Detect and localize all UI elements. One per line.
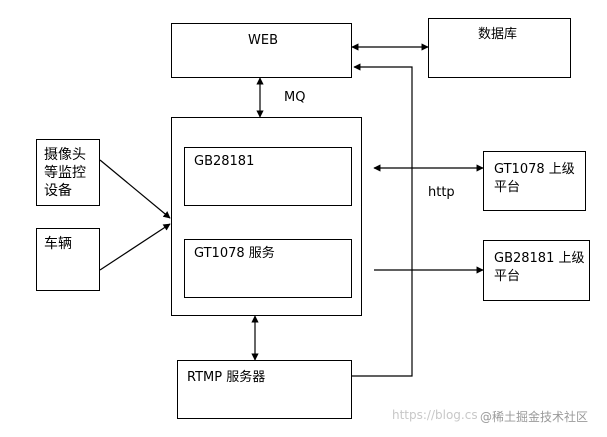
web-box: WEB: [171, 23, 352, 78]
rtmp-label: RTMP 服务器: [187, 370, 266, 385]
gt1078-module: GT1078 服务: [184, 239, 352, 298]
vehicle-label: 车辆: [44, 236, 72, 252]
rtmp-box: RTMP 服务器: [177, 360, 352, 419]
gb28181-module: GB28181: [184, 147, 352, 206]
vehicle-box: 车辆: [36, 228, 100, 291]
gt1078-platform-label: GT1078 上级 平台: [494, 162, 575, 195]
gb28181-platform-box: GB28181 上级 平台: [483, 240, 590, 301]
rtmp-web-path: [352, 63, 413, 377]
vehicle-server-arrow: [99, 223, 171, 271]
mq-label: MQ: [284, 90, 306, 105]
watermark-brand: @稀土掘金技术社区: [480, 410, 589, 424]
camera-server-arrow: [99, 159, 171, 219]
gt1078-service-label: GT1078 服务: [194, 246, 275, 261]
database-box: 数据库: [428, 18, 571, 78]
camera-label: 摄像头 等监控 设备: [44, 147, 86, 199]
http-label: http: [428, 185, 455, 200]
gb28181-label: GB28181: [194, 154, 255, 169]
gb28181-platform-label: GB28181 上级 平台: [494, 251, 585, 284]
gt1078-platform-box: GT1078 上级 平台: [483, 151, 586, 211]
watermark-url: https://blog.cs: [392, 408, 478, 422]
camera-box: 摄像头 等监控 设备: [36, 139, 100, 206]
web-label: WEB: [248, 33, 278, 48]
database-label: 数据库: [478, 27, 518, 42]
